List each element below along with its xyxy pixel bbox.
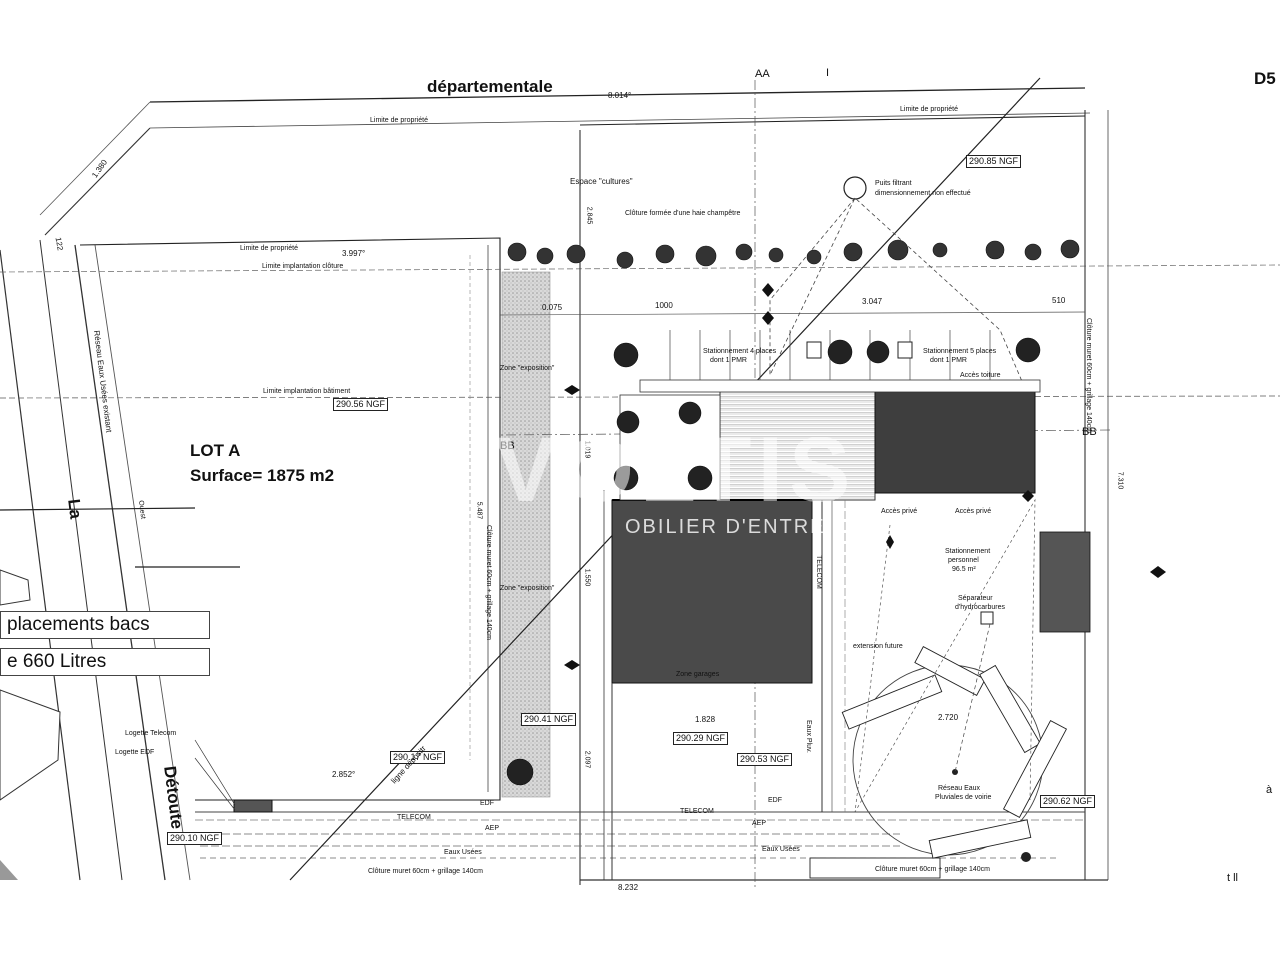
watermark-logo: VOLTIS bbox=[495, 419, 857, 521]
road-edge-left bbox=[0, 249, 81, 881]
dim-g: 1.550 bbox=[583, 568, 591, 587]
note-stationnement-1b: dont 1 PMR bbox=[710, 357, 747, 364]
dim-d: 510 bbox=[1052, 296, 1066, 305]
level-tag: 290.29 NGF bbox=[673, 732, 729, 745]
bins-label-line1: placements bacs bbox=[0, 611, 210, 639]
note-stationnement-1: Stationnement 4 places bbox=[703, 348, 777, 355]
section-mark-bb-right: BB bbox=[1082, 426, 1097, 438]
level-tag: 290.10 NGF bbox=[167, 832, 223, 845]
road-name-la: La bbox=[64, 497, 86, 520]
note-limite-cloture: Limite implantation clôture bbox=[262, 263, 344, 270]
watermark-sub: OBILIER D'ENTRE bbox=[625, 516, 826, 538]
note-eaux-pluv: Eaux Pluv. bbox=[805, 720, 812, 753]
level-tag: 290.53 NGF bbox=[737, 753, 793, 766]
bin-modules bbox=[809, 646, 1068, 879]
dim-c: 3.047 bbox=[862, 297, 883, 306]
note-telecom-2: TELECOM bbox=[680, 808, 714, 815]
hedge-row bbox=[507, 239, 1080, 269]
note-cloture-right: Clôture muret 60cm + grillage 140cm bbox=[1085, 318, 1092, 433]
trees bbox=[506, 337, 1041, 786]
building-dark bbox=[874, 389, 1036, 494]
dim-b: 1000 bbox=[655, 301, 673, 310]
note-eaux-usees-1: Eaux Usées bbox=[444, 849, 482, 856]
note-telecom-1: TELECOM bbox=[397, 814, 431, 821]
note-edf-2: EDF bbox=[768, 797, 782, 804]
logette bbox=[233, 799, 273, 813]
note-extension: extension future bbox=[853, 643, 903, 650]
lot-name: LOT A bbox=[190, 441, 241, 460]
garages-block bbox=[611, 499, 813, 684]
road-name-d5: D5 bbox=[1254, 69, 1276, 88]
note-espace-cultures: Espace "cultures" bbox=[570, 177, 633, 186]
note-edf-1: EDF bbox=[480, 800, 494, 807]
bins-label-line2: e 660 Litres bbox=[0, 648, 210, 676]
dim-k: 2.852° bbox=[332, 770, 356, 779]
note-acces-prive-1: Accès privé bbox=[881, 508, 918, 515]
level-tag: 290.85 NGF bbox=[966, 155, 1022, 168]
note-logette-telecom: Logette Telecom bbox=[125, 730, 177, 737]
dim-j: 2.720 bbox=[938, 713, 959, 722]
level-tag: 290.41 NGF bbox=[521, 713, 577, 726]
note-zone-garages: Zone garages bbox=[676, 671, 720, 678]
section-mark-i: I bbox=[826, 67, 830, 79]
note-limite-top: Limite de propriété bbox=[370, 117, 428, 124]
note-reseau-eaux-pluv-2: Pluviales de voirie bbox=[935, 794, 992, 801]
staff-parking bbox=[1039, 531, 1091, 633]
level-tag: 290.62 NGF bbox=[1040, 795, 1096, 808]
building-hatched bbox=[719, 389, 876, 501]
note-eaux-usees-2: Eaux Usées bbox=[762, 846, 800, 853]
note-stat-perso-2: personnel bbox=[948, 557, 979, 564]
note-cloture-left: Clôture muret 60cm + grillage 140cm bbox=[485, 525, 492, 640]
zone-exposition-strip bbox=[501, 271, 551, 798]
note-cloture-haie: Clôture formée d'une haie champêtre bbox=[625, 210, 741, 217]
note-puits: Puits filtrant bbox=[875, 180, 912, 187]
note-acces-prive-2: Accès privé bbox=[955, 508, 992, 515]
note-reseau-eaux-pluv: Réseau Eaux bbox=[938, 785, 981, 792]
dim-top: 8.014° bbox=[608, 91, 632, 100]
note-limite-left: Limite de propriété bbox=[240, 245, 298, 252]
lot-surface: Surface= 1875 m2 bbox=[190, 466, 335, 485]
note-zone-expo-1: Zone "exposition" bbox=[500, 365, 555, 372]
dim-h: 5.487 bbox=[475, 501, 483, 520]
note-aep-2: AEP bbox=[752, 820, 767, 827]
note-logette-edf: Logette EDF bbox=[115, 749, 155, 756]
section-mark-bb-left: BB bbox=[500, 440, 515, 452]
dim-i: 1.828 bbox=[695, 715, 716, 724]
note-aep-1: AEP bbox=[485, 825, 500, 832]
note-telecom-3: TELECOM bbox=[815, 555, 822, 589]
right-mark-a: à bbox=[1266, 784, 1273, 796]
road-name-departementale: départementale bbox=[427, 77, 553, 96]
note-stat-perso-3: 96.5 m² bbox=[952, 566, 976, 573]
dim-o: 122 bbox=[53, 236, 65, 252]
dim-lot-top: 3.997° bbox=[342, 249, 366, 258]
note-limite-top-right: Limite de propriété bbox=[900, 106, 958, 113]
note-separateur-2: d'hydrocarbures bbox=[955, 604, 1005, 611]
note-zone-expo-2: Zone "exposition" bbox=[500, 585, 555, 592]
note-separateur: Séparateur bbox=[958, 595, 993, 602]
dim-m: 7.310 bbox=[1116, 471, 1124, 490]
dim-n: 8.232 bbox=[618, 883, 639, 892]
note-stat-perso: Stationnement bbox=[945, 548, 991, 555]
road-edge-top bbox=[149, 87, 1086, 103]
dim-a: 0.075 bbox=[542, 303, 563, 312]
note-acces-toiture: Accès toiture bbox=[960, 372, 1001, 379]
level-tag: 290.56 NGF bbox=[333, 398, 389, 411]
lot-a-boundary bbox=[79, 237, 501, 801]
note-cloture-bottom-1: Clôture muret 60cm + grillage 140cm bbox=[368, 868, 483, 875]
note-limite-batiment: Limite implantation bâtiment bbox=[263, 388, 351, 395]
right-mark: t ll bbox=[1227, 872, 1238, 884]
dim-l: 2.097 bbox=[583, 750, 591, 769]
note-stationnement-2: Stationnement 5 places bbox=[923, 348, 997, 355]
level-tag: 290.17 NGF bbox=[390, 751, 446, 764]
note-cloture-bottom-2: Clôture muret 60cm + grillage 140cm bbox=[875, 866, 990, 873]
dim-e: 2.845 bbox=[585, 206, 593, 225]
puits-filtrant bbox=[843, 176, 867, 200]
note-puits-sub: dimensionnement non effectué bbox=[875, 190, 971, 197]
section-mark-aa: AA bbox=[755, 68, 770, 80]
note-stationnement-2b: dont 1 PMR bbox=[930, 357, 967, 364]
